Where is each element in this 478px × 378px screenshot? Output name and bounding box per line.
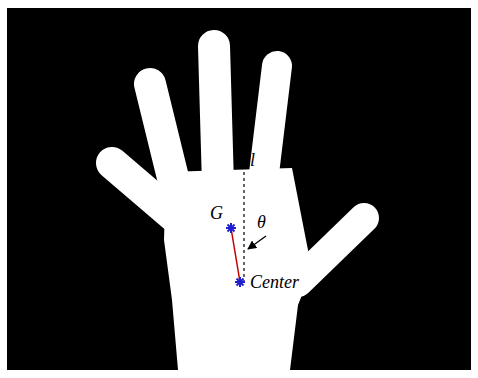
hand-palm bbox=[164, 168, 312, 370]
angle-label: θ bbox=[257, 212, 266, 232]
point-star bbox=[235, 277, 245, 287]
direction-line bbox=[231, 228, 240, 282]
point-label: G bbox=[210, 203, 223, 223]
axis-line bbox=[243, 160, 244, 282]
angle-arrow bbox=[248, 236, 266, 249]
point-label: Center bbox=[250, 272, 299, 292]
background bbox=[7, 8, 471, 370]
axis-label: l bbox=[250, 150, 255, 170]
point-star bbox=[226, 223, 236, 233]
